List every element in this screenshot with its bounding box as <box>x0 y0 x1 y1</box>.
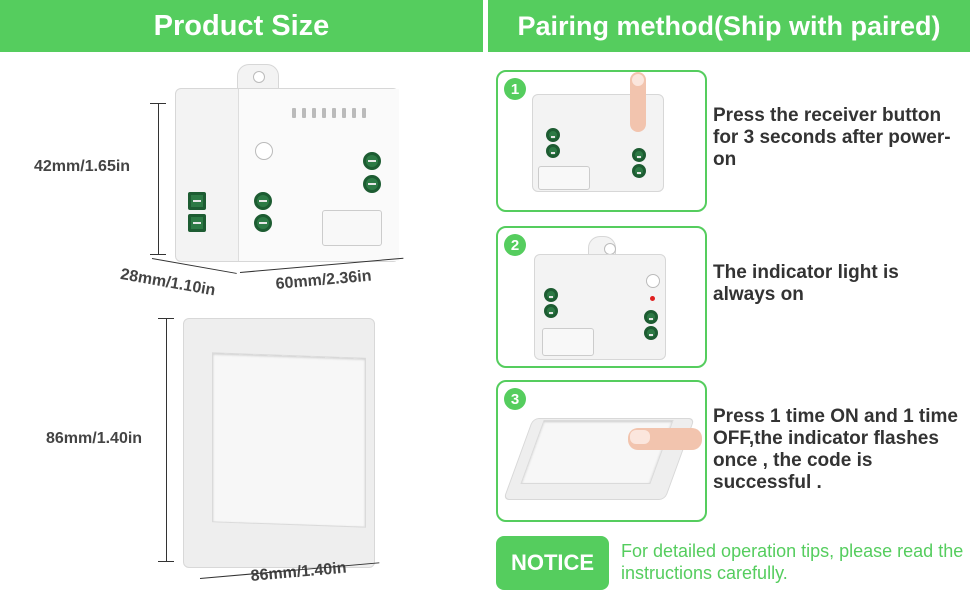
receiver-width-label: 60mm/2.36in <box>275 267 373 293</box>
step-number-badge: 1 <box>504 78 526 100</box>
receiver-depth-label: 28mm/1.10in <box>119 266 217 300</box>
step-2-card: 2 <box>496 226 707 368</box>
height-dimension-line <box>158 103 159 255</box>
indicator-light-icon <box>650 296 655 301</box>
receiver-hanger <box>237 64 279 91</box>
pair-button-icon <box>255 142 273 160</box>
pairing-method-header: Pairing method(Ship with paired) <box>488 0 970 52</box>
step-number-badge: 2 <box>504 234 526 256</box>
step-number-badge: 3 <box>504 388 526 410</box>
step-1-card: 1 <box>496 70 707 212</box>
step-3-text: Press 1 time ON and 1 time OFF,the indic… <box>713 406 958 493</box>
product-size-header: Product Size <box>0 0 483 52</box>
step-2-text: The indicator light is always on <box>713 262 899 305</box>
switch-height-dimension-line <box>166 318 167 562</box>
step-1-text: Press the receiver button for 3 seconds … <box>713 105 951 170</box>
receiver-height-label: 42mm/1.65in <box>34 158 131 175</box>
step-3-card: 3 <box>496 380 707 522</box>
switch-height-label: 86mm/1.40in <box>46 430 143 447</box>
notice-text: For detailed operation tips, please read… <box>621 541 964 583</box>
notice-badge: NOTICE <box>496 536 609 590</box>
finger-icon <box>630 72 646 132</box>
